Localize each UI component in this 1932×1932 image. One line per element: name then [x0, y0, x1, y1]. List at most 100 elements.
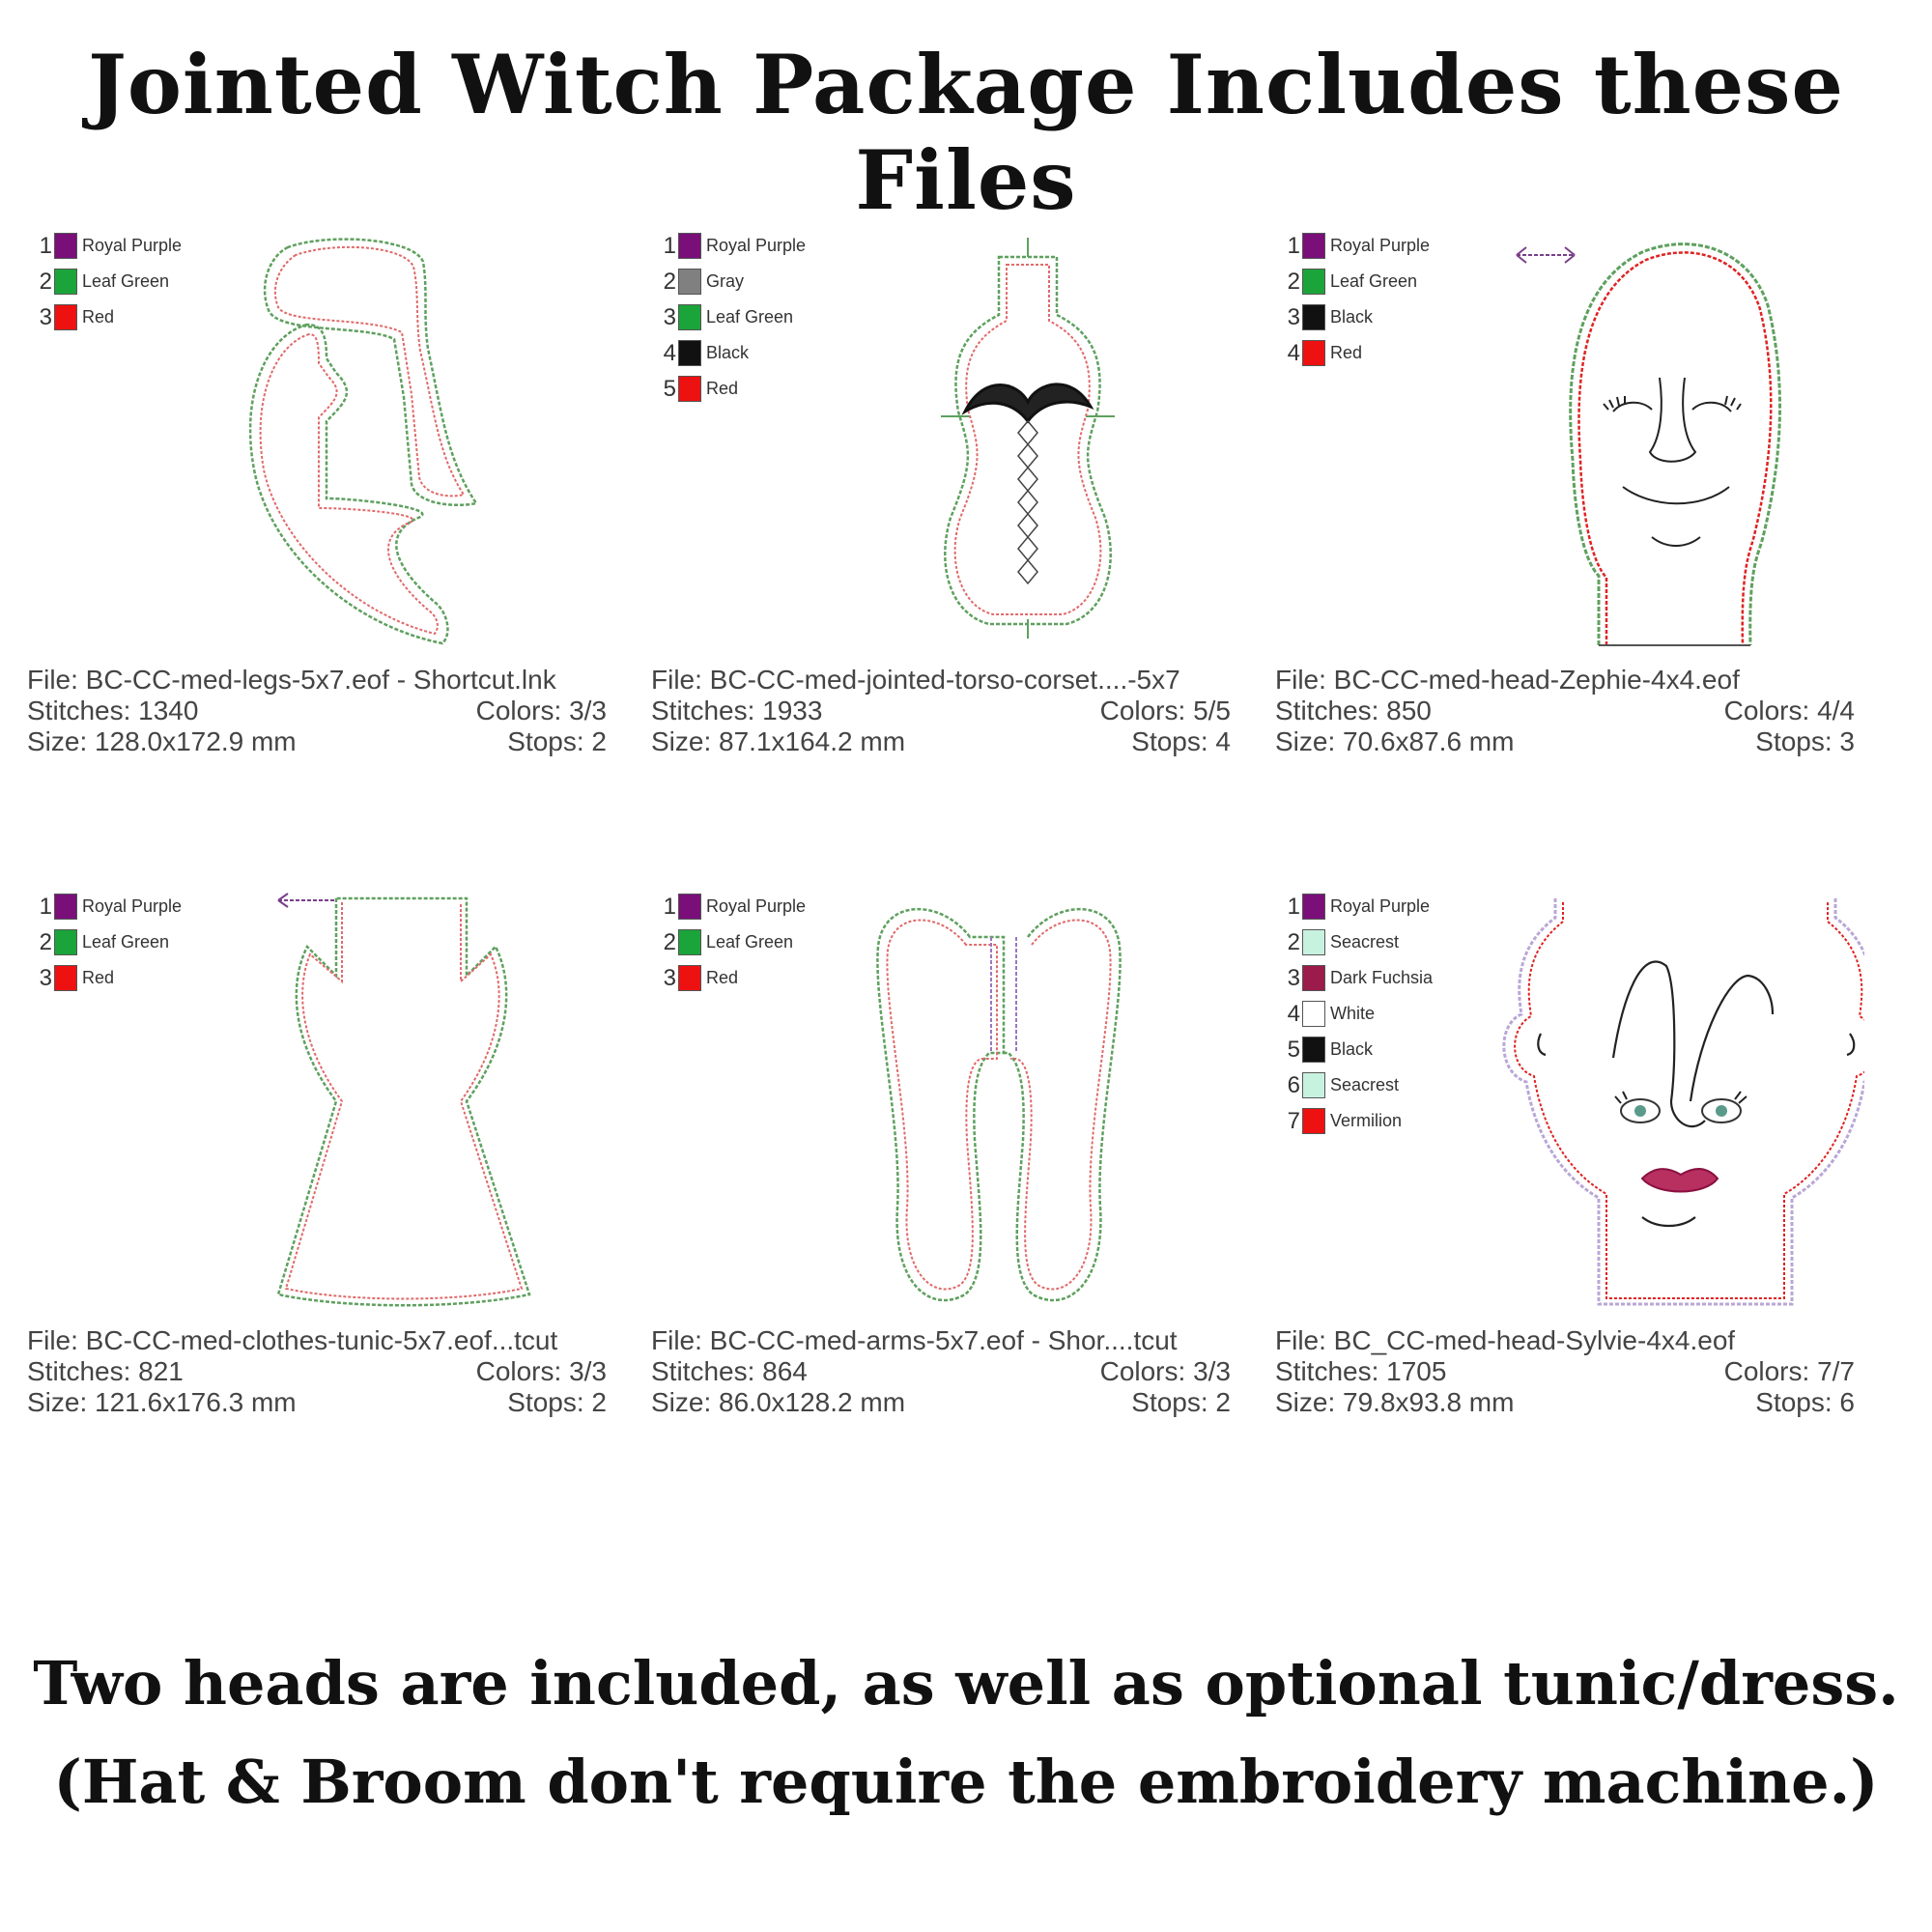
legend-color-name: Seacrest [1330, 932, 1400, 952]
legend-color-name: Royal Purple [706, 896, 807, 916]
stops-count: Stops: 2 [1131, 1387, 1231, 1417]
stops-count: Stops: 4 [1131, 726, 1231, 756]
file-info: File: BC-CC-med-legs-5x7.eof - Shortcut.… [27, 665, 607, 757]
lips [1640, 1168, 1719, 1193]
legend-number: 5 [1287, 1036, 1300, 1063]
colors-count: Colors: 3/3 [475, 1356, 607, 1386]
color-swatch [678, 376, 701, 402]
file-name: File: BC-CC-med-head-Zephie-4x4.eof [1275, 665, 1740, 695]
sylvie-head-preview [1502, 898, 1864, 1306]
legend-number: 3 [663, 964, 676, 991]
legend-number: 3 [1287, 303, 1300, 330]
colors-count: Colors: 7/7 [1723, 1356, 1855, 1386]
design-size: Size: 128.0x172.9 mm [27, 726, 297, 756]
color-swatch [1302, 1108, 1325, 1134]
stitches-count: Stitches: 1705 [1275, 1356, 1447, 1386]
legend-row: 3 Red [35, 299, 182, 335]
color-swatch [54, 965, 77, 991]
legend-color-name: Black [1330, 307, 1374, 327]
color-swatch [54, 233, 77, 259]
design-size: Size: 86.0x128.2 mm [651, 1387, 906, 1417]
legend-row: 4 Black [659, 335, 806, 371]
legend-number: 1 [663, 232, 676, 259]
page-title: Jointed Witch Package Includes these Fil… [88, 37, 1844, 228]
design-size: Size: 87.1x164.2 mm [651, 726, 906, 756]
file-info: File: BC_CC-med-head-Sylvie-4x4.eof Stit… [1275, 1325, 1855, 1418]
legend-row: 2 Leaf Green [35, 924, 182, 960]
color-swatch [54, 929, 77, 955]
legend-number: 4 [1287, 1000, 1300, 1027]
design-size: Size: 70.6x87.6 mm [1275, 726, 1515, 756]
legend-number: 3 [1287, 964, 1300, 991]
face-features [1537, 960, 1856, 1228]
color-swatch [678, 304, 701, 330]
color-swatch [1302, 269, 1325, 295]
legend-color-name: White [1330, 1004, 1376, 1023]
legend-row: 3 Dark Fuchsia [1283, 960, 1433, 996]
legend-row: 2 Seacrest [1283, 924, 1433, 960]
legend-number: 3 [39, 964, 52, 991]
design-size: Size: 121.6x176.3 mm [27, 1387, 297, 1417]
legend-color-name: Royal Purple [1330, 236, 1431, 255]
legend-color-name: Dark Fuchsia [1330, 968, 1434, 987]
legend-number: 2 [39, 928, 52, 955]
legend-number: 4 [663, 339, 676, 366]
legend-row: 4 White [1283, 996, 1433, 1032]
colors-count: Colors: 4/4 [1723, 696, 1855, 725]
color-swatch [678, 965, 701, 991]
legend-number: 3 [39, 303, 52, 330]
legend-color-name: Leaf Green [82, 932, 170, 952]
legend-color-name: Red [706, 379, 739, 398]
file-name: File: BC_CC-med-head-Sylvie-4x4.eof [1275, 1325, 1736, 1355]
legend-number: 3 [663, 303, 676, 330]
stops-count: Stops: 2 [507, 726, 607, 756]
legend-color-name: Black [706, 343, 750, 362]
file-name: File: BC-CC-med-arms-5x7.eof - Shor....t… [651, 1325, 1178, 1355]
legend-color-name: Red [82, 968, 115, 987]
legend-number: 2 [663, 268, 676, 295]
legend-color-name: Leaf Green [706, 307, 794, 327]
legend-color-name: Gray [706, 271, 745, 291]
resize-arrow-icon [277, 893, 336, 908]
legend-number: 1 [39, 893, 52, 920]
color-swatch [1302, 1037, 1325, 1063]
resize-arrow-icon [1516, 246, 1576, 264]
color-swatch [54, 304, 77, 330]
legend-color-name: Red [706, 968, 739, 987]
file-info: File: BC-CC-med-head-Zephie-4x4.eof Stit… [1275, 665, 1855, 757]
color-swatch [54, 894, 77, 920]
stitches-count: Stitches: 821 [27, 1356, 184, 1386]
color-swatch [1302, 233, 1325, 259]
color-swatch [1302, 894, 1325, 920]
stitches-count: Stitches: 850 [1275, 696, 1432, 725]
legend-row: 3 Leaf Green [659, 299, 806, 335]
legend-number: 2 [663, 928, 676, 955]
stitches-count: Stitches: 1933 [651, 696, 823, 725]
legend-color-name: Royal Purple [82, 236, 183, 255]
legend-number: 2 [1287, 928, 1300, 955]
color-swatch [678, 894, 701, 920]
tunic-design-preview [276, 893, 531, 1307]
stops-count: Stops: 3 [1755, 726, 1855, 756]
legend-color-name: Red [82, 307, 115, 327]
color-swatch [678, 340, 701, 366]
color-swatch [1302, 340, 1325, 366]
legend-color-name: Royal Purple [706, 236, 807, 255]
legend-number: 1 [39, 232, 52, 259]
legend-color-name: Leaf Green [1330, 271, 1418, 291]
